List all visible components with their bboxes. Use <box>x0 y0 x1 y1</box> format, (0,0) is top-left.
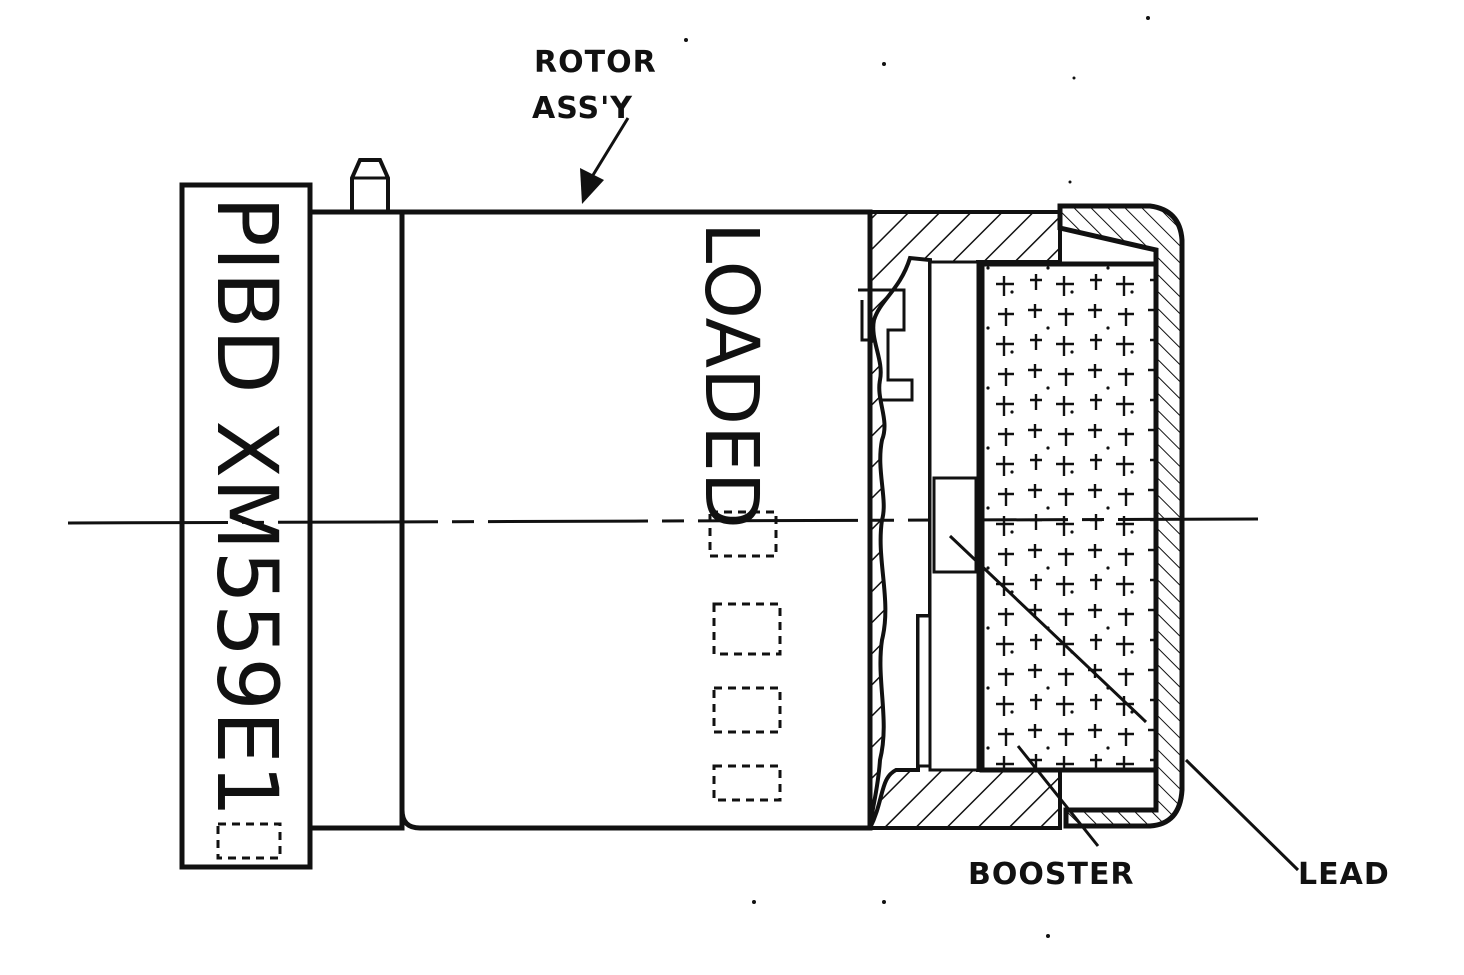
marking-band-text-group: PIBD XM559E1 <box>198 196 296 817</box>
rotor-body <box>399 209 873 831</box>
booster-leader-line <box>1016 745 1100 847</box>
lead-label: LEAD <box>1298 857 1390 892</box>
rotor-label-line2: ASS'Y <box>532 91 633 126</box>
booster-pellet <box>979 261 1159 773</box>
body-stamp-text: LOADED <box>688 222 774 529</box>
body-stamp-text-group: LOADED <box>688 222 774 529</box>
booster-diagonal <box>948 534 1148 724</box>
rotor-label-line1: ROTOR <box>534 45 657 80</box>
flange-collar <box>307 209 405 831</box>
detent-pin <box>350 158 390 212</box>
booster-cavity <box>928 260 980 772</box>
lead-leader-line <box>1184 758 1300 872</box>
marking-band-text: PIBD XM559E1 <box>198 196 296 817</box>
booster-label: BOOSTER <box>968 857 1135 892</box>
rotor-detail <box>858 288 978 574</box>
rotor-leader-line <box>588 117 630 181</box>
rotor-leader-arrow <box>580 168 604 204</box>
scan-specks <box>684 16 1150 938</box>
lead-cup <box>1057 203 1185 829</box>
marking-band-dashed-box <box>216 822 282 860</box>
body-dashed-boxes <box>708 510 782 802</box>
